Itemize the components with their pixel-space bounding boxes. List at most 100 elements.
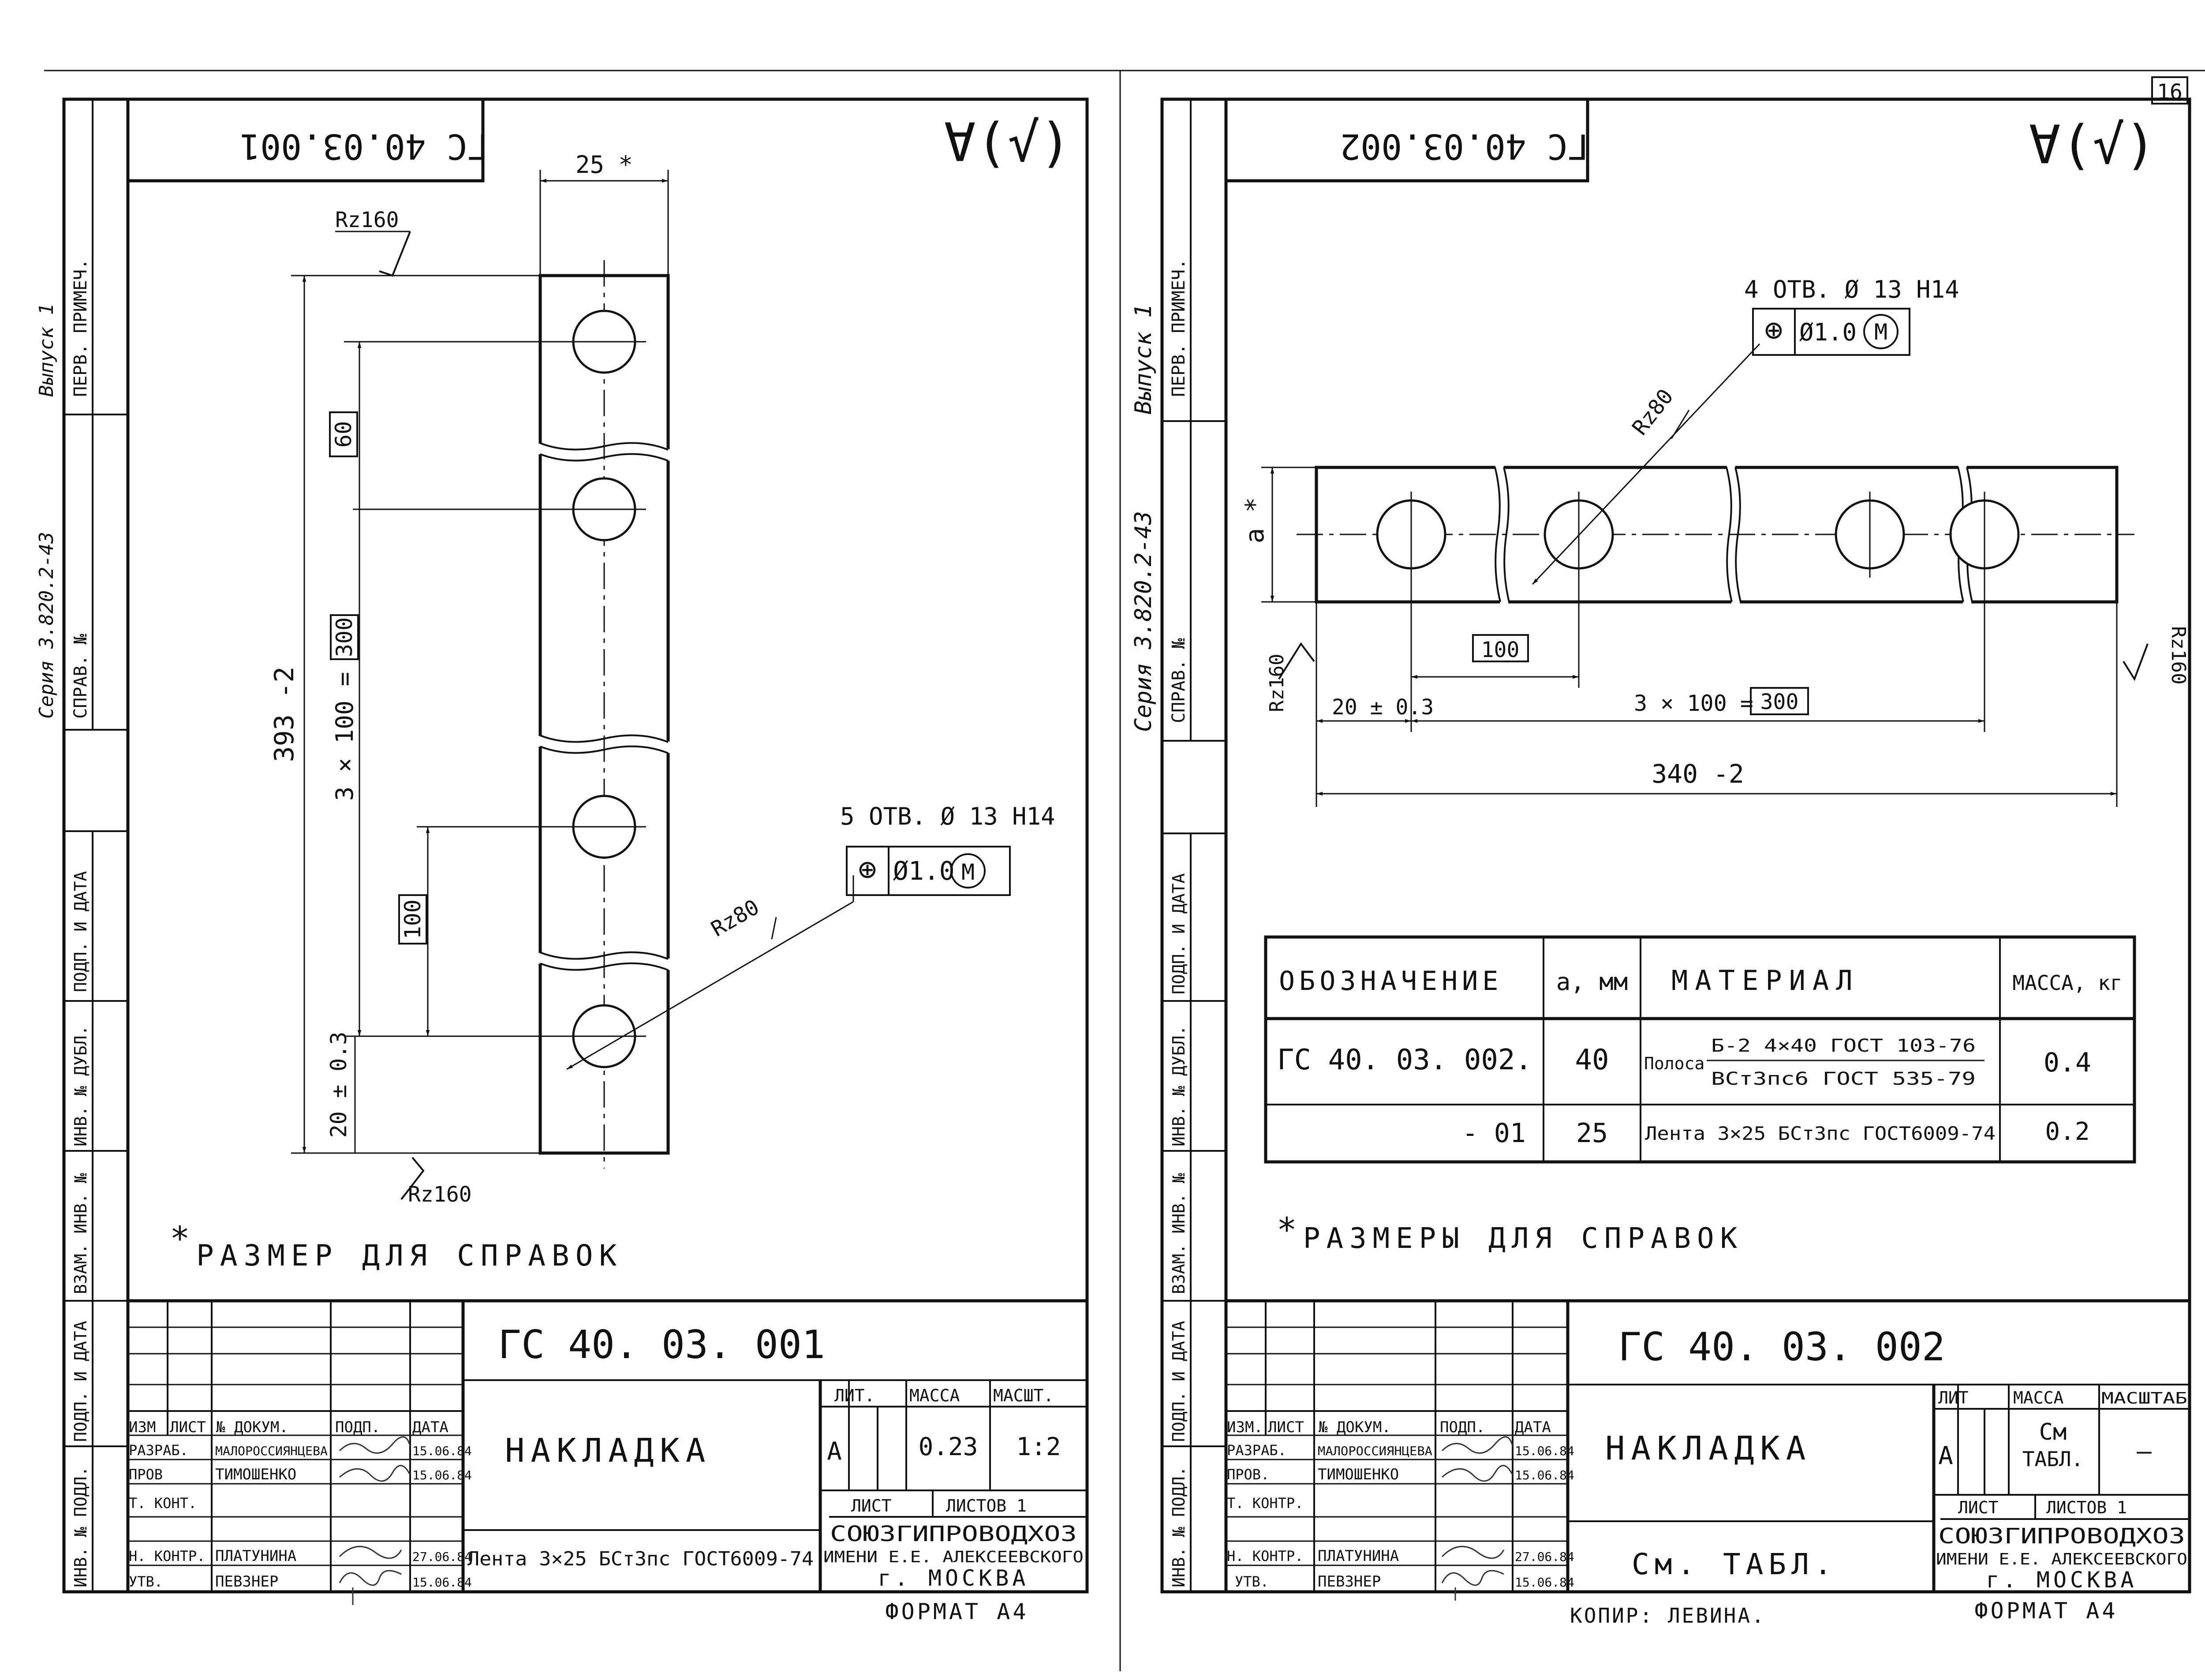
left-footnote: РАЗМЕР ДЛЯ СПРАВОК (196, 1239, 623, 1273)
left-tb-designation: ГС 40. 03. 001 (498, 1322, 825, 1367)
right-podp-label: ПОДП. И ДАТА (1169, 873, 1188, 994)
right-dim-100: 100 (1481, 638, 1520, 662)
right-vzam-label: ВЗАМ. ИНВ. № (1169, 1173, 1188, 1294)
right-tb-hdr-list: ЛИСТ (1268, 1419, 1304, 1436)
right-title-block: ИЗМ. ЛИСТ № ДОКУМ. ПОДП. ДАТА РАЗРАБ. ПР… (1224, 1299, 2191, 1628)
left-tb-row-razrab: РАЗРАБ. (129, 1442, 188, 1459)
right-spec-table: ОБОЗНАЧЕНИЕ a, мм МАТЕРИАЛ МАССА, кг ГС … (1264, 935, 2136, 1164)
spec-cell: Лента 3×25 БСт3пс ГОСТ6009-74 (1645, 1123, 1996, 1144)
left-tb-massa-label: МАССА (909, 1386, 960, 1405)
left-tb-lit-label: ЛИТ. (834, 1386, 875, 1405)
left-tb-hdr-data: ДАТА (412, 1419, 448, 1436)
right-tb-hdr-podp: ПОДП. (1440, 1419, 1485, 1436)
right-series-text: Серия 3.820.2-43 (1130, 511, 1157, 732)
left-tb-row-prov: ПРОВ (129, 1466, 163, 1483)
left-dim-length: 393 -2 (269, 667, 300, 762)
spec-cell: 0.2 (2045, 1117, 2089, 1146)
signature (339, 1465, 411, 1482)
left-code-mirrored: ГС 40.03.001 (239, 126, 488, 166)
left-tb-date-razrab: 15.06.84 (412, 1444, 472, 1458)
right-tb-name-nkont: ПЛАТУНИНА (1318, 1547, 1399, 1565)
left-dim-100-box (398, 894, 427, 945)
page-number: 16 (2157, 80, 2183, 105)
right-dim-a: a * (1240, 497, 1270, 544)
left-tb-massa-value: 0.23 (919, 1433, 978, 1461)
right-code-box (1224, 97, 1589, 183)
left-tb-row-utv: УТВ. (129, 1573, 163, 1590)
left-tb-listov-label: ЛИСТОВ 1 (946, 1496, 1027, 1516)
left-dim-60-box (329, 411, 358, 457)
right-rz-left-check (1278, 642, 1315, 680)
right-sprav-label: СПРАВ. № (1169, 638, 1189, 723)
right-tb-massa-value-1: См (2039, 1419, 2067, 1445)
right-tb-masht-value: — (2137, 1437, 2152, 1466)
left-tb-name-prov: ТИМОШЕНКО (215, 1466, 296, 1483)
signature (1441, 1570, 1504, 1601)
left-dim-60: 60 (331, 421, 356, 448)
spec-cell: 0.4 (2044, 1047, 2091, 1078)
left-tb-name: НАКЛАДКА (505, 1432, 711, 1470)
left-podp-label-2: ПОДП. И ДАТА (71, 1321, 90, 1442)
right-dim-pitch-box (1750, 687, 1809, 715)
right-tb-format: ФОРМАТ А4 (1975, 1598, 2118, 1624)
left-dim-pitch-total: 300 (332, 617, 357, 657)
right-roughness-mark: ∀(√) (2029, 115, 2156, 176)
right-dim-pitch: 3 × 100 = (1634, 691, 1753, 716)
right-rz-right: Rz160 (2167, 626, 2190, 684)
right-tb-massa-label: МАССА (2013, 1388, 2064, 1407)
right-tol-modifier: M (1874, 319, 1887, 345)
left-tb-date-nkont: 27.06.84 (412, 1549, 472, 1564)
right-tb-name-utv: ПЕВЗНЕР (1318, 1573, 1381, 1590)
right-tb-date-nkont: 27.06.84 (1515, 1549, 1574, 1564)
left-tb-date-utv: 15.06.84 (412, 1575, 472, 1590)
spec-cell: 25 (1576, 1118, 1608, 1149)
left-dim-width: 25 * (576, 151, 633, 179)
spec-cell: - 01 (1462, 1118, 1526, 1149)
left-dim-pitch-box (330, 614, 359, 660)
right-tb-material: См. ТАБЛ. (1632, 1547, 1837, 1581)
right-tb-org-line2: ИМЕНИ Е.Е. АЛЕКСЕЕВСКОГО (1936, 1550, 2187, 1568)
spec-header: МАССА, кг (2012, 971, 2122, 995)
left-code-box (126, 97, 485, 183)
signature (1441, 1546, 1505, 1559)
left-tol-symbol: ⊕ (858, 851, 877, 887)
right-tb-row-razrab: РАЗРАБ. (1227, 1442, 1286, 1459)
signature (339, 1546, 402, 1559)
left-title-block: ИЗМ ЛИСТ № ДОКУМ. ПОДП. ДАТА РАЗРАБ. ПРО… (126, 1299, 1089, 1624)
left-tol-value: Ø1.0 (893, 856, 955, 886)
right-tb-lit-value: А (1938, 1441, 1953, 1470)
right-tol-symbol: ⊕ (1764, 312, 1783, 348)
signature (339, 1436, 411, 1454)
signature (1442, 1465, 1514, 1482)
right-rz-right-check (2123, 643, 2149, 681)
left-podp-label: ПОДП. И ДАТА (71, 871, 90, 992)
left-tb-format: ФОРМАТ А4 (886, 1599, 1029, 1624)
left-footnote-star: * (170, 1219, 190, 1258)
right-tb-date-utv: 15.06.84 (1515, 1575, 1574, 1590)
left-tb-lit-value: А (827, 1437, 842, 1466)
right-tb-lit-label: ЛИТ (1938, 1388, 1969, 1407)
right-tb-name-razrab: МАЛОРОССИЯНЦЕВА (1318, 1444, 1432, 1458)
right-rz-left: Rz160 (1266, 654, 1288, 712)
right-holes-note: 4 ОТВ. Ø 13 H14 (1744, 276, 1959, 303)
spec-header: МАТЕРИАЛ (1671, 964, 1860, 997)
left-rz-top: Rz160 (335, 208, 399, 232)
left-perv-label: ПЕРВ. ПРИМЕЧ. (71, 259, 91, 397)
left-tb-name-utv: ПЕВЗНЕР (215, 1573, 278, 1590)
right-tol-value: Ø1.0 (1799, 318, 1857, 346)
right-tb-masht-label: МАСШТАБ (2101, 1389, 2187, 1407)
right-dim-length: 340 -2 (1652, 759, 1744, 789)
right-tb-date-razrab: 15.06.84 (1515, 1444, 1574, 1458)
left-hole-leader (566, 901, 854, 1070)
right-sheet: ПЕРВ. ПРИМЕЧ. Выпуск 1 СПРАВ. № Серия 3.… (1130, 97, 2191, 1628)
left-inv-dubl-label: ИНВ. № ДУБЛ. (71, 1025, 90, 1146)
right-tb-hdr-data: ДАТА (1515, 1419, 1551, 1436)
left-rz-bottom-check (400, 1157, 425, 1200)
left-tb-date-prov: 15.06.84 (412, 1468, 472, 1482)
right-tb-hdr-izm: ИЗМ. (1227, 1419, 1263, 1436)
left-tb-list-label: ЛИСТ (851, 1496, 892, 1516)
left-inv-podl-label: ИНВ. № ПОДЛ. (71, 1466, 90, 1587)
right-dim-pitch-total: 300 (1760, 690, 1799, 714)
left-holes-note: 5 ОТВ. Ø 13 H14 (840, 803, 1055, 830)
